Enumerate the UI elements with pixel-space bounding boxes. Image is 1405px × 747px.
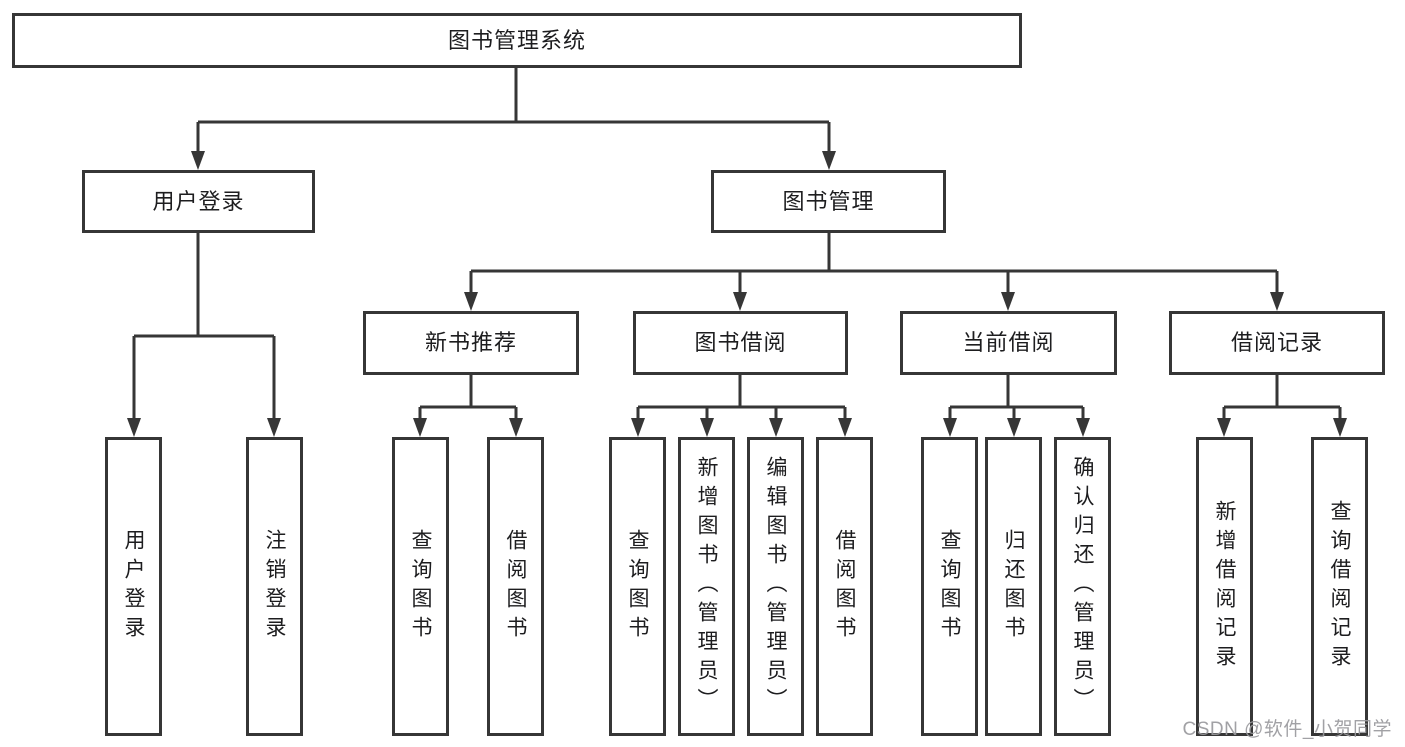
leaf-add-books-admin: 新增图书（管理员）: [678, 437, 735, 736]
node-new-book-recommendation: 新书推荐: [363, 311, 579, 375]
node-borrowing-records: 借阅记录: [1169, 311, 1385, 375]
watermark: CSDN @软件_小贺同学: [1182, 719, 1392, 740]
node-user-login: 用户登录: [82, 170, 315, 233]
leaf-confirm-return-admin: 确认归还（管理员）: [1054, 437, 1111, 736]
leaf-borrow-books-recommend: 借阅图书: [487, 437, 544, 736]
node-library-management-system: 图书管理系统: [12, 13, 1022, 68]
leaf-query-books-recommend: 查询图书: [392, 437, 449, 736]
node-book-borrowing: 图书借阅: [633, 311, 848, 375]
leaf-logout: 注销登录: [246, 437, 303, 736]
leaf-query-books-borrowing: 查询图书: [609, 437, 666, 736]
leaf-query-borrow-record: 查询借阅记录: [1311, 437, 1368, 736]
leaf-query-books-current: 查询图书: [921, 437, 978, 736]
leaf-add-borrow-record: 新增借阅记录: [1196, 437, 1253, 736]
leaf-edit-books-admin: 编辑图书（管理员）: [747, 437, 804, 736]
node-current-borrowing: 当前借阅: [900, 311, 1117, 375]
leaf-borrow-books: 借阅图书: [816, 437, 873, 736]
leaf-return-books: 归还图书: [985, 437, 1042, 736]
leaf-user-login: 用户登录: [105, 437, 162, 736]
node-book-management: 图书管理: [711, 170, 946, 233]
